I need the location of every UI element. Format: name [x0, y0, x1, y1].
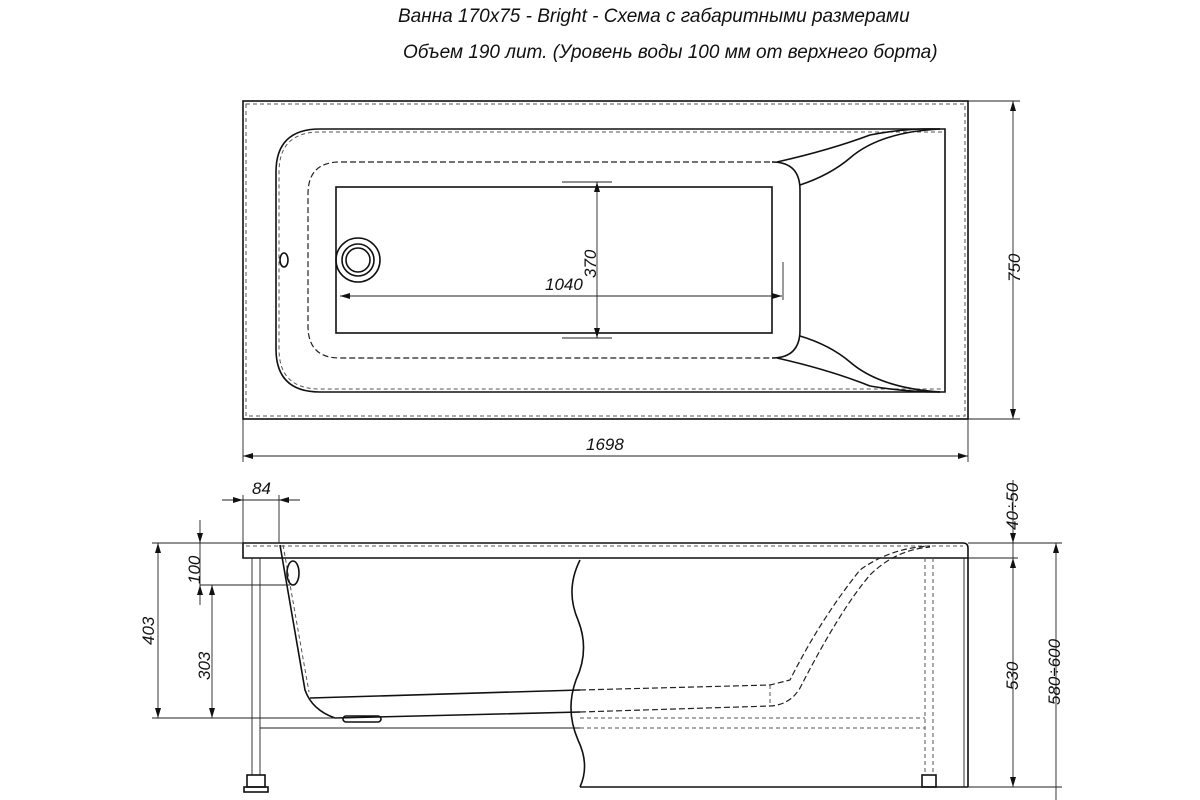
- dim-bottom-width: 370: [581, 249, 600, 278]
- drawing-title: Ванна 170х75 - Bright - Схема с габаритн…: [398, 6, 910, 27]
- bowl-slope: [307, 161, 770, 359]
- overflow-icon: [279, 252, 289, 268]
- dim-water-level: 100: [185, 555, 204, 584]
- dim-overall-width: 750: [1005, 253, 1024, 282]
- dim-depth-water: 303: [195, 651, 214, 680]
- drain-side-icon: [342, 715, 382, 723]
- dim-depth-total: 403: [139, 616, 158, 645]
- dim-bottom-length: 1040: [545, 275, 583, 294]
- break-line: [570, 559, 586, 788]
- overflow-side-icon: [286, 560, 300, 586]
- leg-foot: [246, 774, 266, 788]
- outer-rim: [242, 100, 969, 420]
- side-rim: [242, 542, 969, 559]
- top-view: 370 1040 750 1698: [242, 100, 1024, 462]
- bowl-rim: [275, 128, 946, 393]
- dim-overall-length: 1698: [586, 435, 624, 454]
- dim-total-height: 580÷600: [1045, 638, 1064, 705]
- dim-frame-height: 530: [1003, 661, 1022, 690]
- dim-rim-offset: 84: [252, 479, 271, 498]
- dim-frame-adjust: 40÷50: [1003, 482, 1022, 530]
- drawing-subtitle: Объем 190 лит. (Уровень воды 100 мм от в…: [403, 42, 938, 63]
- side-view: 84 403 100 303 40÷50 530 580÷600: [139, 479, 1064, 800]
- drain-icon: [335, 237, 381, 283]
- bowl-floor: [335, 186, 773, 334]
